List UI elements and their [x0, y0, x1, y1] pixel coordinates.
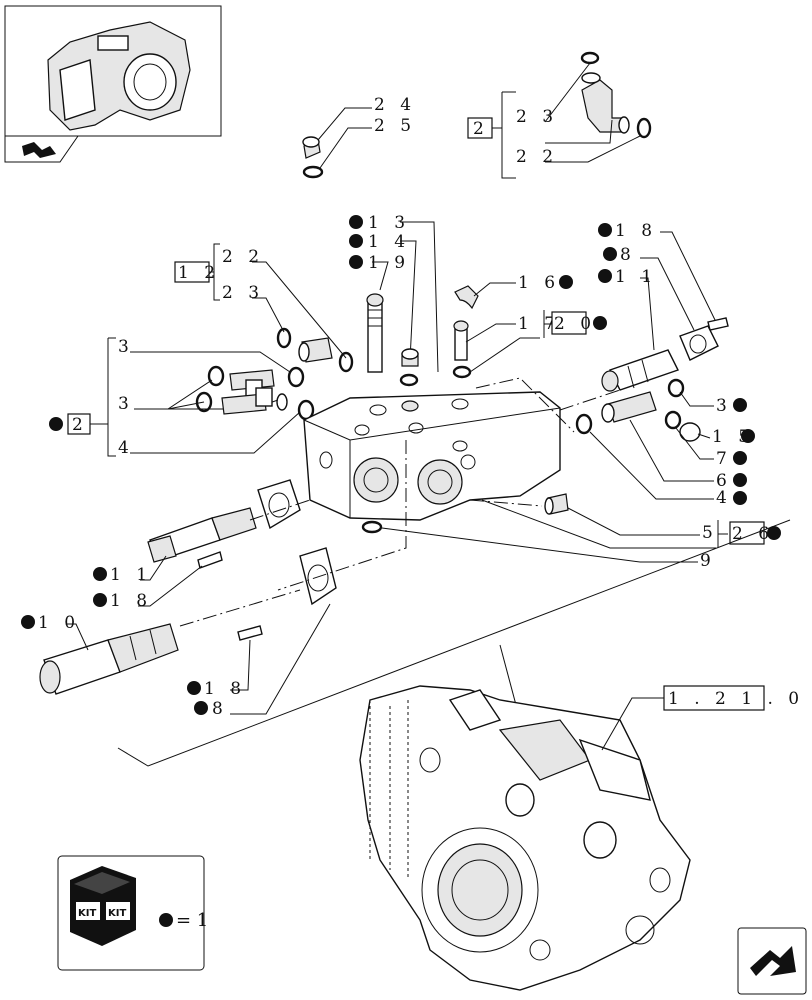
plug-14 [401, 348, 419, 367]
adapter-fitting-12 [298, 337, 333, 363]
label-7: 7 [716, 449, 732, 469]
label-17: 1 7 [518, 314, 560, 334]
solenoid-11-left [147, 507, 257, 563]
o-ring-3-a [207, 365, 225, 387]
label-9: 9 [700, 551, 716, 571]
o-ring-23 [580, 51, 600, 65]
label-16: 1 6 [518, 273, 560, 293]
flange-8-mid [257, 479, 301, 530]
label-3-b: 3 [118, 394, 134, 414]
sleeve-5 [544, 493, 569, 515]
label-11-top: 1 1 [615, 267, 657, 287]
label-2-left: 2 [72, 415, 88, 435]
o-ring-23-mid [276, 327, 292, 349]
label-2-top: 2 [473, 119, 489, 139]
kit-box-icon: KIT KIT [70, 866, 136, 946]
label-23-mid: 2 3 [222, 283, 264, 303]
o-ring-22-mid [338, 351, 354, 373]
label-22-mid: 2 2 [222, 247, 264, 267]
thumbnail-frame[interactable] [4, 5, 222, 163]
o-ring-7 [664, 410, 682, 430]
screw-18-top [707, 317, 729, 331]
check-valve-6 [601, 391, 657, 423]
thumbnail-transmission-icon [47, 21, 191, 131]
washer-13 [399, 373, 419, 387]
o-ring-9 [361, 520, 383, 534]
label-11-left: 1 1 [110, 565, 152, 585]
label-18-bottom: 1 8 [204, 679, 246, 699]
o-ring-20 [452, 365, 472, 379]
kit-legend-text: = 1 [176, 910, 208, 931]
kit-legend: KIT KIT = 1 [57, 855, 208, 971]
label-5: 5 [702, 523, 718, 543]
label-3-right: 3 [716, 396, 732, 416]
label-4-left: 4 [118, 438, 134, 458]
kit-text-1: KIT [78, 908, 96, 919]
label-8-top: 8 [620, 245, 636, 265]
label-23-top: 2 3 [516, 107, 558, 127]
label-24: 2 4 [374, 95, 416, 115]
label-12: 1 2 [178, 263, 220, 283]
label-10: 1 0 [38, 613, 80, 633]
tee-fitting-2b [221, 387, 288, 415]
elbow-fitting-22 [581, 72, 630, 134]
label-4-right: 4 [716, 488, 732, 508]
next-page-button[interactable] [737, 927, 807, 995]
flange-8-lower [299, 547, 337, 606]
label-8-bottom: 8 [212, 699, 228, 719]
reference-label: 1 . 2 1 . 0 [668, 689, 804, 709]
o-ring-3-right [667, 378, 685, 398]
forward-arrow-icon [22, 142, 56, 158]
solenoid-10 [39, 623, 179, 695]
flange-8-top [679, 325, 719, 361]
label-19: 1 9 [368, 253, 410, 273]
next-page-arrow-icon [750, 946, 796, 976]
o-ring-22-top [636, 117, 652, 139]
label-18-left: 1 8 [110, 591, 152, 611]
label-18-top: 1 8 [615, 221, 657, 241]
bolt-19 [366, 293, 384, 373]
label-14: 1 4 [368, 232, 410, 252]
washer-25 [302, 165, 324, 179]
valve-body [303, 391, 561, 521]
solenoid-valve-11 [601, 349, 679, 392]
cap-15 [679, 422, 701, 442]
transmission-housing [359, 685, 691, 991]
plug-24 [302, 136, 321, 159]
kit-text-2: KIT [108, 908, 126, 919]
label-15: 1 5 [712, 427, 754, 447]
o-ring-3-c [195, 391, 213, 413]
o-ring-4-right [575, 413, 593, 435]
label-13: 1 3 [368, 213, 410, 233]
label-20: 2 0 [554, 314, 596, 334]
label-22-top: 2 2 [516, 147, 558, 167]
valve-17 [453, 320, 469, 361]
label-3-a: 3 [118, 337, 134, 357]
label-6: 6 [716, 471, 732, 491]
o-ring-3-b [287, 366, 305, 388]
clip-16 [454, 285, 479, 310]
label-25: 2 5 [374, 116, 416, 136]
screw-18-mid [197, 551, 223, 569]
screw-18-lower [237, 625, 263, 641]
